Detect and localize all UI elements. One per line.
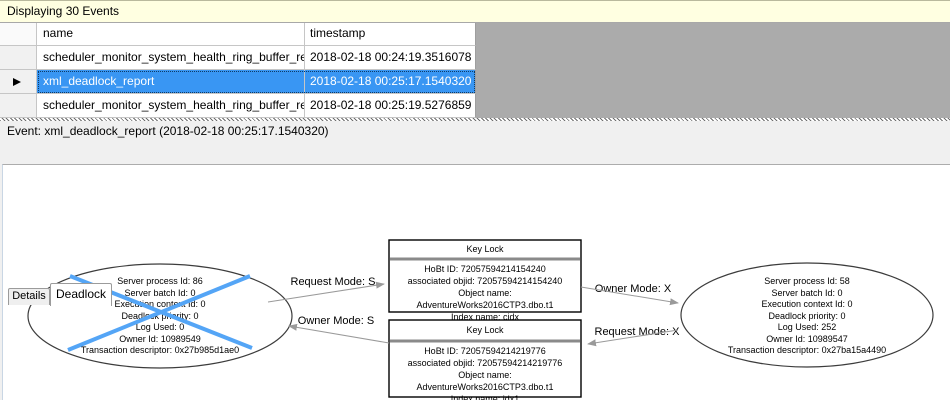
lock-detail-line: HoBt ID: 72057594214219776 (424, 346, 546, 356)
process-detail-line: Log Used: 252 (777, 322, 837, 332)
row-selector-cell[interactable] (0, 70, 37, 94)
tab-details[interactable]: Details (8, 288, 50, 305)
row-selector-header-cell (0, 23, 37, 46)
edge-label-owner-s: Owner Mode: S (297, 315, 375, 327)
lock-title: Key Lock (466, 325, 504, 335)
event-row-selected[interactable]: xml_deadlock_report 2018-02-18 00:25:17.… (0, 70, 476, 94)
process-detail-line: Deadlock priority: 0 (768, 310, 846, 321)
cell-timestamp[interactable]: 2018-02-18 00:25:17.1540320 (305, 70, 476, 94)
cell-timestamp[interactable]: 2018-02-18 00:24:19.3516078 (305, 46, 476, 70)
lock-detail-line: HoBt ID: 72057594214154240 (424, 264, 546, 274)
edge-label-request-s: Request Mode: S (290, 276, 376, 288)
lock-node-text: HoBt ID: 72057594214219776 associated ob… (389, 345, 581, 400)
grid-header-row: name timestamp (0, 23, 476, 46)
process-detail-line: Execution context Id: 0 (761, 299, 853, 309)
cell-name[interactable]: xml_deadlock_report (37, 70, 305, 94)
column-header-name[interactable]: name (37, 23, 305, 46)
resource-node-box-cidx[interactable] (388, 239, 582, 313)
lock-title: Key Lock (466, 244, 504, 254)
event-row[interactable]: scheduler_monitor_system_health_ring_buf… (0, 46, 476, 70)
events-grid: name timestamp scheduler_monitor_system_… (0, 23, 476, 118)
process-node-text: Server process Id: 58 Server batch Id: 0… (687, 276, 927, 357)
resource-node-box-idx1[interactable] (388, 319, 582, 398)
cell-name[interactable]: scheduler_monitor_system_health_ring_buf… (37, 46, 305, 70)
events-count-bar: Displaying 30 Events (0, 0, 950, 23)
process-detail-line: Log Used: 0 (135, 322, 185, 332)
event-summary-bar: Event: xml_deadlock_report (2018-02-18 0… (0, 121, 950, 141)
cell-timestamp[interactable]: 2018-02-18 00:25:19.5276859 (305, 94, 476, 118)
tab-strip: Details Deadlock (0, 141, 950, 306)
row-selector-cell[interactable] (0, 94, 37, 118)
process-detail-line: Server batch Id: 0 (771, 287, 843, 298)
process-detail-line: Deadlock priority: 0 (121, 310, 199, 321)
cell-name[interactable]: scheduler_monitor_system_health_ring_buf… (37, 94, 305, 118)
event-row[interactable]: scheduler_monitor_system_health_ring_buf… (0, 94, 476, 118)
lock-detail-line: Index name: cidx (450, 312, 520, 322)
lock-node-text: HoBt ID: 72057594214154240 associated ob… (389, 263, 581, 323)
events-grid-zone: name timestamp scheduler_monitor_system_… (0, 23, 950, 118)
tab-deadlock[interactable]: Deadlock (50, 283, 112, 306)
lock-detail-line: Index name: idx1 (450, 394, 520, 400)
process-detail-line: Server process Id: 58 (764, 276, 850, 286)
lock-detail-line: Object name: AdventureWorks2016CTP3.dbo.… (416, 288, 554, 310)
lock-detail-line: associated objid: 72057594214154240 (407, 276, 563, 286)
edge-label-owner-x: Owner Mode: X (594, 283, 672, 295)
row-selector-cell[interactable] (0, 46, 37, 70)
process-detail-line: Transaction descriptor: 0x27ba15a4490 (727, 345, 887, 355)
selected-row-marker-icon (13, 78, 21, 86)
process-detail-line: Owner Id: 10989549 (119, 333, 201, 344)
process-detail-line: Owner Id: 10989547 (766, 333, 848, 344)
grid-pane-splitter[interactable] (0, 118, 950, 121)
column-header-timestamp[interactable]: timestamp (305, 23, 476, 46)
edge-label-request-x: Request Mode: X (594, 326, 680, 338)
process-node-ellipse[interactable] (680, 262, 934, 368)
process-detail-line: Transaction descriptor: 0x27b985d1ae0 (80, 345, 240, 355)
lock-detail-line: associated objid: 72057594214219776 (407, 358, 563, 368)
lock-detail-line: Object name: AdventureWorks2016CTP3.dbo.… (416, 370, 554, 392)
